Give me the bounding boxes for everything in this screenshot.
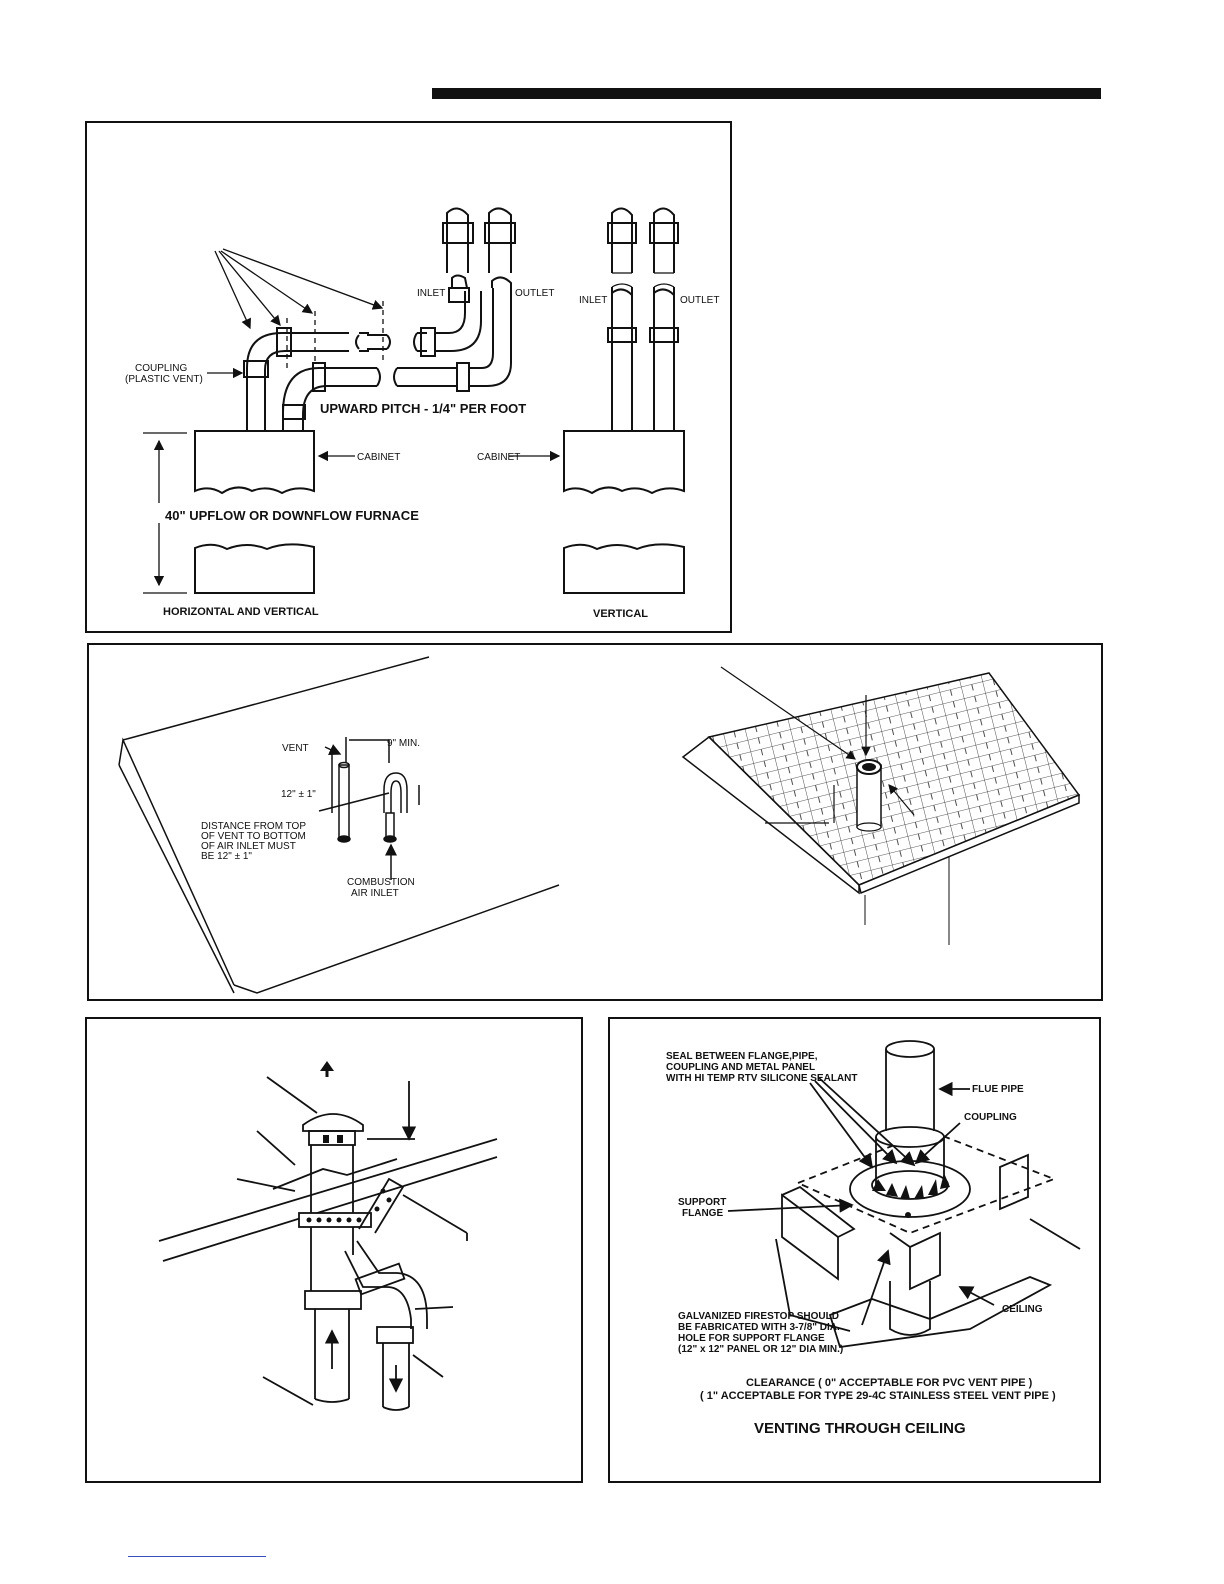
firestop-line-2: BE FABRICATED WITH 3-7/8" DIA. xyxy=(678,1322,840,1333)
outlet-label-right: OUTLET xyxy=(680,295,719,306)
ceiling-label: CEILING xyxy=(1002,1304,1043,1315)
firestop-line-1: GALVANIZED FIRESTOP SHOULD xyxy=(678,1311,839,1322)
caption-horizontal-vertical: HORIZONTAL AND VERTICAL xyxy=(163,606,319,618)
concentric-vent-drawing xyxy=(158,1061,498,1411)
figure-concentric-vent xyxy=(85,1017,583,1483)
figure-venting-through-ceiling: SEAL BETWEEN FLANGE,PIPE, COUPLING AND M… xyxy=(608,1017,1101,1483)
clearance-line-2: ( 1" ACCEPTABLE FOR TYPE 29-4C STAINLESS… xyxy=(700,1390,1056,1402)
figure-title-venting-ceiling: VENTING THROUGH CEILING xyxy=(754,1420,966,1437)
support-line-1: SUPPORT xyxy=(678,1197,726,1208)
seal-line-2: COUPLING AND METAL PANEL xyxy=(666,1062,815,1073)
flue-pipe-label: FLUE PIPE xyxy=(972,1084,1024,1095)
coupling-label: COUPLING xyxy=(135,363,187,374)
distance-line-3: OF AIR INLET MUST xyxy=(201,841,296,852)
ceiling-venting-drawing: SEAL BETWEEN FLANGE,PIPE, COUPLING AND M… xyxy=(666,1040,1081,1437)
distance-line-1: DISTANCE FROM TOP xyxy=(201,821,306,832)
vent-piping-drawing: INLET OUTLET INLET OUTLET COUPLING (PLAS… xyxy=(125,207,719,620)
combustion-line-1: COMBUSTION xyxy=(347,877,415,888)
combustion-line-2: AIR INLET xyxy=(351,888,399,899)
twelve-label: 12" ± 1" xyxy=(281,789,316,800)
seal-line-3: WITH HI TEMP RTV SILICONE SEALANT xyxy=(666,1073,857,1084)
firestop-line-3: HOLE FOR SUPPORT FLANGE xyxy=(678,1333,825,1344)
coupling-label-ceiling: COUPLING xyxy=(964,1112,1017,1123)
seal-line-1: SEAL BETWEEN FLANGE,PIPE, xyxy=(666,1051,818,1062)
header-rule xyxy=(432,88,1101,99)
figure-vent-piping: INLET OUTLET INLET OUTLET COUPLING (PLAS… xyxy=(85,121,732,633)
vent-label: VENT xyxy=(282,743,309,754)
inlet-label-right: INLET xyxy=(579,295,607,306)
clearance-line-1: CLEARANCE ( 0" ACCEPTABLE FOR PVC VENT P… xyxy=(746,1377,1033,1389)
coupling-sub-label: (PLASTIC VENT) xyxy=(125,374,203,385)
inlet-label-left: INLET xyxy=(417,288,445,299)
cabinet-label-left: CABINET xyxy=(357,452,400,463)
furnace-label: 40" UPFLOW OR DOWNFLOW FURNACE xyxy=(165,508,419,523)
distance-line-4: BE 12" ± 1" xyxy=(201,851,252,862)
figure-roof-terminations: VENT 9" MIN. 12" ± 1" DISTANCE FROM TOP … xyxy=(87,643,1103,1001)
firestop-line-4: (12" x 12" PANEL OR 12" DIA MIN.) xyxy=(678,1344,843,1355)
cabinet-label-right: CABINET xyxy=(477,452,520,463)
roof-terminations-drawing: VENT 9" MIN. 12" ± 1" DISTANCE FROM TOP … xyxy=(118,656,1081,994)
nine-min-label: 9" MIN. xyxy=(387,738,420,749)
outlet-label-left: OUTLET xyxy=(515,288,554,299)
pitch-label: UPWARD PITCH - 1/4" PER FOOT xyxy=(320,401,526,416)
caption-vertical: VERTICAL xyxy=(593,608,648,620)
distance-line-2: OF VENT TO BOTTOM xyxy=(201,831,306,842)
footer-link-rule xyxy=(128,1556,266,1557)
support-line-2: FLANGE xyxy=(682,1208,723,1219)
